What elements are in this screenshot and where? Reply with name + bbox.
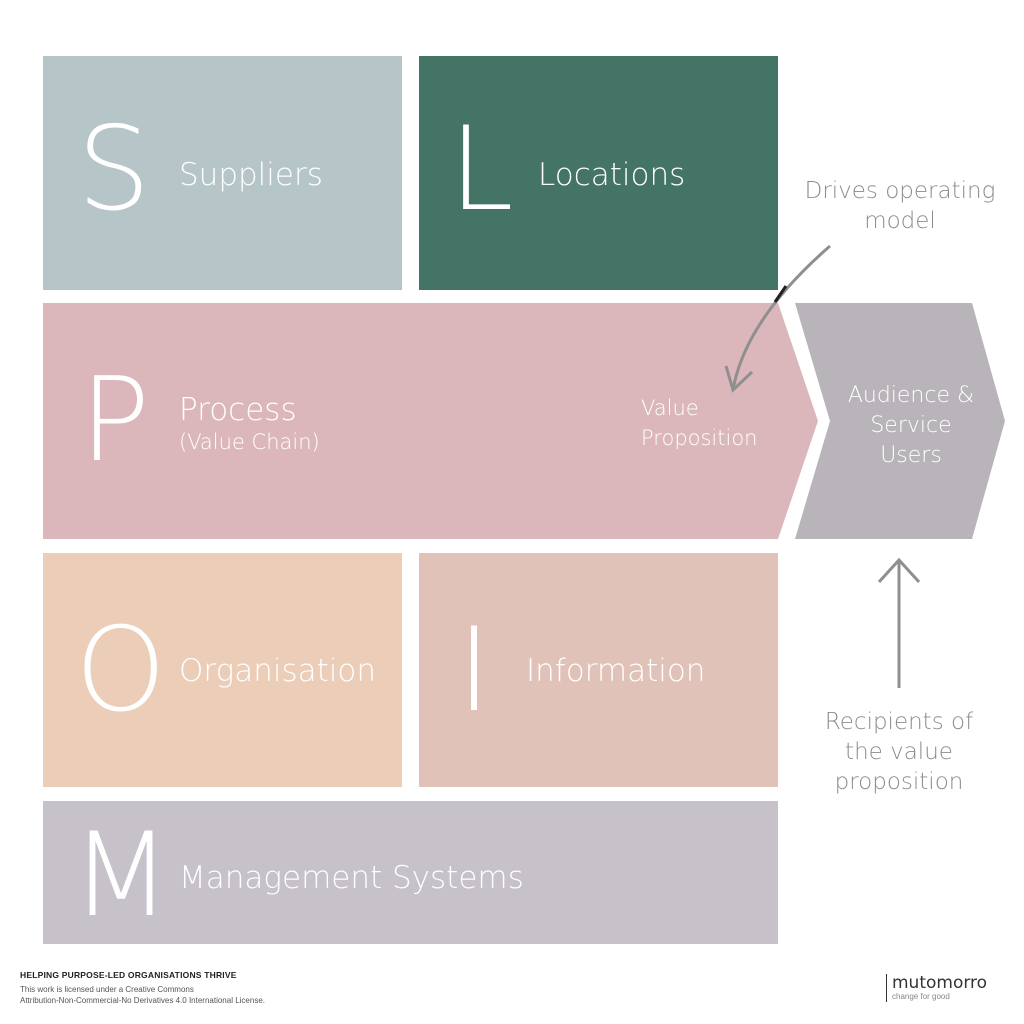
process-sublabel: (Value Chain) bbox=[179, 430, 320, 454]
locations-block: L Locations bbox=[419, 56, 778, 290]
process-label: Process bbox=[179, 392, 297, 428]
license-line2: Attribution-Non-Commercial-No Derivative… bbox=[20, 996, 265, 1005]
process-chevron bbox=[43, 303, 818, 539]
license-line1: This work is licensed under a Creative C… bbox=[20, 985, 194, 994]
management-block: M Management Systems bbox=[43, 801, 778, 944]
suppliers-label: Suppliers bbox=[179, 157, 323, 193]
organisation-letter: O bbox=[75, 603, 167, 738]
value-proposition-line1: Value bbox=[641, 396, 699, 420]
audience-chevron bbox=[795, 303, 1005, 539]
drives-arrow-mark bbox=[773, 285, 788, 303]
recipients-note: Recipients of the value proposition bbox=[800, 707, 998, 797]
recipients-note-line3: proposition bbox=[834, 769, 964, 795]
drives-arrow-line bbox=[731, 244, 831, 391]
process-letter: P bbox=[80, 353, 150, 488]
information-letter: I bbox=[457, 603, 492, 738]
management-letter: M bbox=[71, 808, 172, 943]
locations-label: Locations bbox=[538, 157, 686, 193]
drives-note: Drives operating model bbox=[795, 176, 1005, 236]
suppliers-letter: S bbox=[77, 102, 151, 237]
drives-arrow-head-icon bbox=[724, 365, 754, 393]
recipients-arrow-head-icon bbox=[877, 557, 921, 584]
recipients-note-line1: Recipients of bbox=[824, 709, 974, 735]
organisation-block: O Organisation bbox=[43, 553, 402, 787]
drives-note-line1: Drives operating bbox=[804, 178, 996, 204]
locations-letter: L bbox=[449, 102, 514, 237]
suppliers-block: S Suppliers bbox=[43, 56, 402, 290]
brand-tagline: change for good bbox=[892, 992, 950, 1001]
audience-line1: Audience & bbox=[847, 383, 975, 408]
value-proposition-line2: Proposition bbox=[641, 426, 758, 450]
drives-note-line2: model bbox=[864, 208, 936, 234]
footer-title: HELPING PURPOSE-LED ORGANISATIONS THRIVE bbox=[20, 970, 237, 980]
organisation-label: Organisation bbox=[179, 653, 376, 689]
information-block: I Information bbox=[419, 553, 778, 787]
brand-logo: mutomorro change for good bbox=[886, 974, 987, 1002]
audience-line2: Service bbox=[870, 413, 952, 438]
audience-label: Audience & Service Users bbox=[827, 381, 995, 471]
brand-name: mutomorro bbox=[892, 973, 988, 993]
management-label: Management Systems bbox=[179, 860, 524, 896]
recipients-note-line2: the value bbox=[845, 739, 953, 765]
information-label: Information bbox=[526, 653, 706, 689]
audience-line3: Users bbox=[880, 443, 942, 468]
